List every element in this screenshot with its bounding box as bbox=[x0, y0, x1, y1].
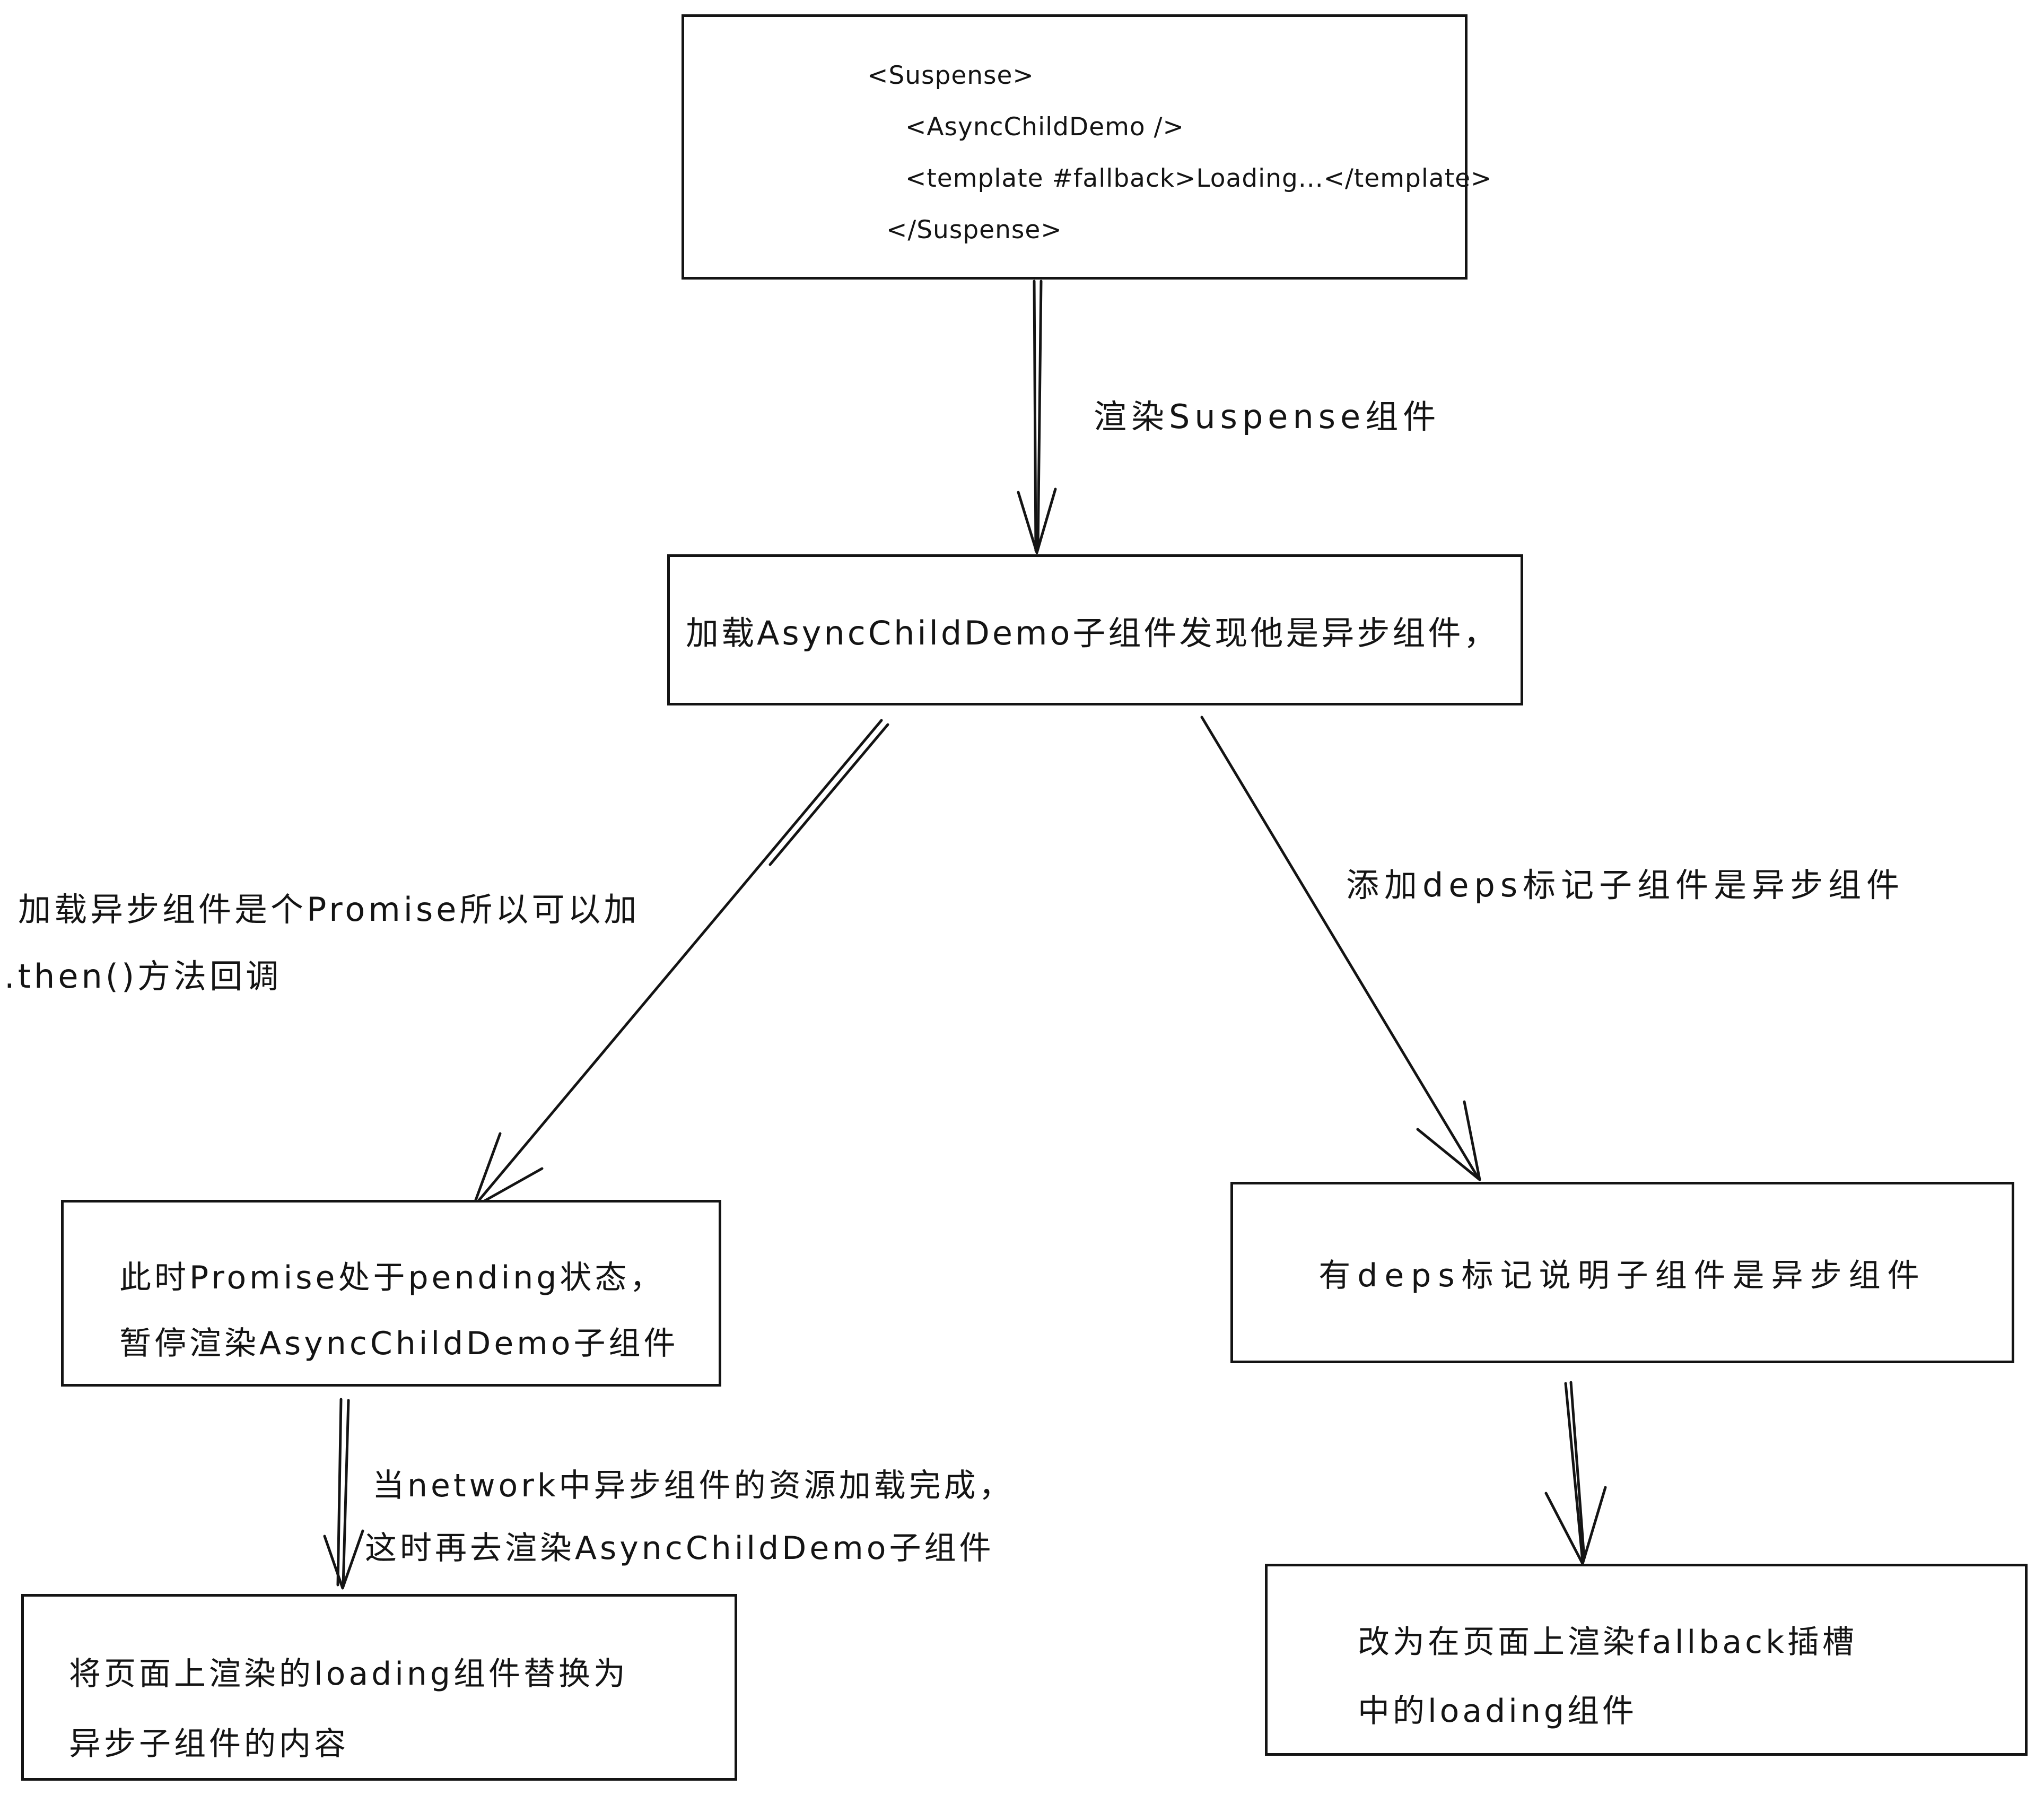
load-async-child-box: 加载AsyncChildDemo子组件发现他是异步组件， bbox=[667, 554, 1523, 705]
code-line: <template #fallback>Loading...</template… bbox=[905, 164, 1492, 193]
render-fallback-line2: 中的loading组件 bbox=[1358, 1693, 1638, 1730]
deps-marked-text: 有deps标记说明子组件是异步组件 bbox=[1318, 1257, 1926, 1294]
replace-loading-line2: 异步子组件的内容 bbox=[69, 1726, 349, 1763]
replace-loading-box: 将页面上渲染的loading组件替换为 异步子组件的内容 bbox=[21, 1594, 737, 1781]
note-network-loaded: 当network中异步组件的资源加载完成， 这时再去渲染AsyncChildDe… bbox=[365, 1454, 1014, 1580]
suspense-template-code-box: <Suspense> <AsyncChildDemo /> <template … bbox=[682, 14, 1492, 280]
arrow-label-render-suspense: 渲染Suspense组件 bbox=[1094, 397, 1441, 436]
note-add-deps: 添加deps标记子组件是异步组件 bbox=[1346, 866, 1905, 904]
note-network-line2: 这时再去渲染AsyncChildDemo子组件 bbox=[365, 1530, 994, 1567]
promise-pending-line1: 此时Promise处于pending状态， bbox=[119, 1259, 665, 1296]
arrow-to-deps-branch bbox=[1200, 716, 1481, 1181]
render-fallback-box: 改为在页面上渲染fallback插槽 中的loading组件 bbox=[1265, 1564, 2028, 1756]
render-fallback-line1: 改为在页面上渲染fallback插槽 bbox=[1358, 1624, 1857, 1661]
code-line: <Suspense> bbox=[867, 61, 1034, 90]
note-promise-then-line1: 加载异步组件是个Promise所以可以加 bbox=[18, 890, 640, 929]
promise-pending-line2: 暂停渲染AsyncChildDemo子组件 bbox=[119, 1325, 679, 1362]
arrow-to-replace-loading bbox=[323, 1398, 364, 1590]
note-promise-then-line2: .then()方法回调 bbox=[4, 957, 282, 996]
code-line: <AsyncChildDemo /> bbox=[905, 112, 1184, 142]
replace-loading-line1: 将页面上渲染的loading组件替换为 bbox=[69, 1655, 629, 1693]
note-promise-then: 加载异步组件是个Promise所以可以加 .then()方法回调 bbox=[4, 876, 640, 1010]
code-line: </Suspense> bbox=[886, 215, 1062, 245]
arrow-to-render-fallback bbox=[1544, 1381, 1607, 1565]
promise-pending-box: 此时Promise处于pending状态， 暂停渲染AsyncChildDemo… bbox=[61, 1200, 721, 1387]
arrow-render-suspense bbox=[1017, 280, 1057, 554]
load-async-child-text: 加载AsyncChildDemo子组件发现他是异步组件， bbox=[686, 613, 1499, 652]
deps-marked-box: 有deps标记说明子组件是异步组件 bbox=[1230, 1182, 2014, 1363]
note-network-line1: 当network中异步组件的资源加载完成， bbox=[372, 1467, 1014, 1504]
